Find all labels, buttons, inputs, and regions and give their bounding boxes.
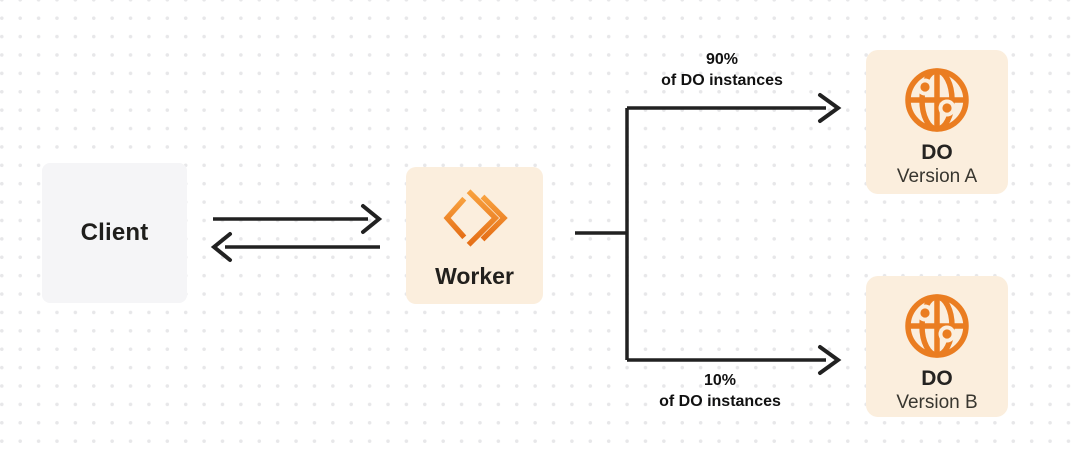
arrowhead-right-client-worker	[361, 204, 383, 234]
node-do-version-a: DO Version A	[866, 50, 1008, 194]
do-a-subtitle: Version A	[896, 166, 978, 188]
durable-object-globe-icon	[899, 61, 975, 139]
do-a-title: DO	[921, 141, 953, 164]
cloudflare-workers-icon	[442, 187, 508, 249]
arrowhead-left-worker-client	[210, 232, 232, 262]
node-client: Client	[42, 163, 187, 303]
do-b-title: DO	[921, 367, 953, 390]
branch-a-caption: of DO instances	[661, 72, 783, 89]
branch-b-label: 10% of DO instances	[618, 370, 822, 412]
node-worker: Worker	[406, 167, 543, 304]
node-do-version-b: DO Version B	[866, 276, 1008, 417]
branch-a-percent: 90%	[705, 51, 739, 68]
branch-a-label: 90% of DO instances	[620, 49, 824, 91]
branch-b-caption: of DO instances	[659, 393, 781, 410]
do-b-subtitle: Version B	[896, 392, 978, 414]
worker-label: Worker	[435, 263, 514, 289]
durable-object-globe-icon	[899, 287, 975, 365]
arrowhead-branch-a	[818, 93, 842, 123]
client-label: Client	[80, 219, 149, 246]
arrowhead-branch-b	[818, 345, 842, 375]
branch-b-percent: 10%	[703, 372, 737, 389]
